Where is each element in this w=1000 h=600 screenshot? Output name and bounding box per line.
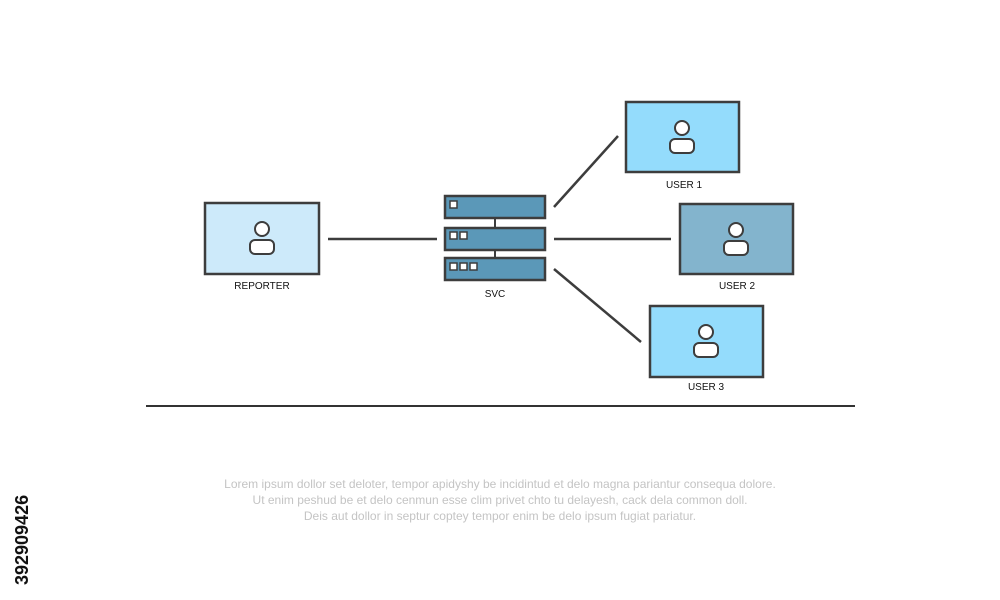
stock-image-id: 392909426 [12, 494, 32, 585]
user1-label: USER 1 [666, 180, 703, 191]
caption: Lorem ipsum dollor set deloter, tempor a… [120, 476, 880, 524]
node-server: SVC [443, 194, 547, 300]
reporter-screen [203, 201, 321, 276]
user-avatar-icon [249, 221, 275, 255]
node-user3: USER 3 [648, 304, 765, 393]
avatar-body [693, 342, 719, 358]
server-icon [443, 194, 547, 282]
user2-screen [678, 202, 795, 276]
server-unit-1 [443, 194, 547, 220]
caption-line-3: Deis aut dollor in septur coptey tempor … [303, 509, 697, 523]
node-reporter: REPORTER [203, 201, 321, 292]
user3-screen [648, 304, 765, 379]
user-avatar-icon [723, 222, 749, 256]
avatar-head [728, 222, 744, 238]
avatar-body [249, 239, 275, 255]
avatar-head [254, 221, 270, 237]
server-unit-2 [443, 226, 547, 252]
section-divider [146, 405, 855, 407]
server-led [449, 231, 458, 240]
server-led [449, 200, 458, 209]
avatar-body [723, 240, 749, 256]
user2-label: USER 2 [719, 281, 756, 292]
server-led [449, 262, 458, 271]
avatar-body [669, 138, 695, 154]
user-avatar-icon [693, 324, 719, 358]
node-user1: USER 1 [624, 100, 741, 191]
node-user2: USER 2 [678, 202, 795, 292]
user-avatar-icon [669, 120, 695, 154]
caption-line-2: Ut enim peshud be et delo cenmun esse cl… [252, 493, 748, 507]
user3-label: USER 3 [688, 382, 725, 393]
reporter-label: REPORTER [234, 281, 289, 292]
server-led [469, 262, 478, 271]
avatar-head [674, 120, 690, 136]
connection-server-user1 [553, 135, 619, 208]
server-led [459, 262, 468, 271]
server-label: SVC [485, 289, 506, 300]
avatar-head [698, 324, 714, 340]
connections [328, 135, 671, 343]
user1-screen [624, 100, 741, 174]
connection-server-user3 [553, 268, 642, 343]
caption-line-1: Lorem ipsum dollor set deloter, tempor a… [224, 477, 776, 491]
server-led [459, 231, 468, 240]
